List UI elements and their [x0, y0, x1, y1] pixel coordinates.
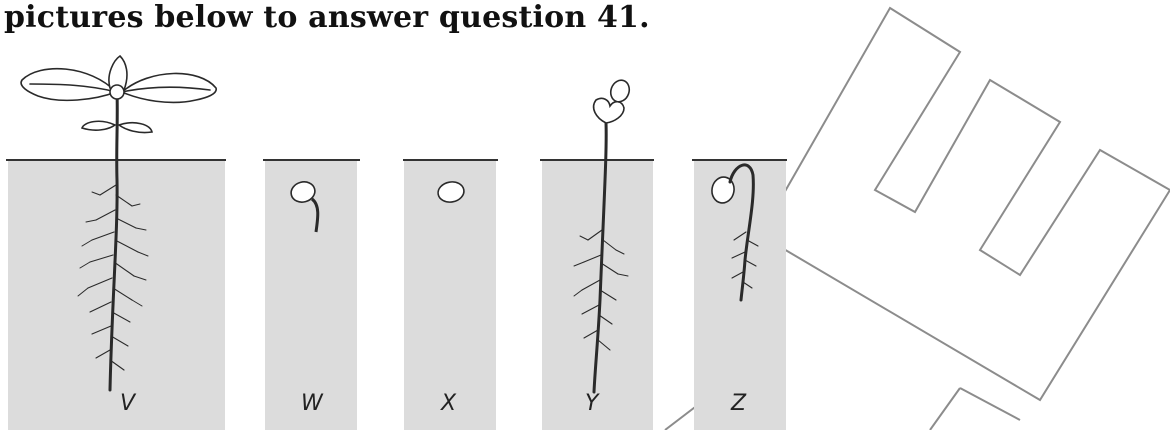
sprouting-plant-icon	[20, 54, 217, 392]
soil-panel-z	[694, 160, 786, 430]
seed-icon	[290, 181, 320, 233]
panel-label-x: X	[440, 391, 457, 416]
seedling-icon	[711, 163, 759, 302]
soil-panel-x	[404, 160, 496, 430]
panel-label-v: V	[120, 391, 137, 416]
seedling-icon	[573, 79, 631, 394]
panel-label-z: Z	[730, 391, 747, 416]
soil-panel-w	[265, 160, 357, 430]
panel-label-y: Y	[585, 391, 600, 416]
seed-icon	[437, 181, 465, 203]
soil-panel-y	[542, 160, 653, 430]
question-prompt: pictures below to answer question 41.	[4, 0, 650, 35]
panel-label-w: W	[301, 391, 324, 416]
soil-panels	[6, 159, 787, 430]
